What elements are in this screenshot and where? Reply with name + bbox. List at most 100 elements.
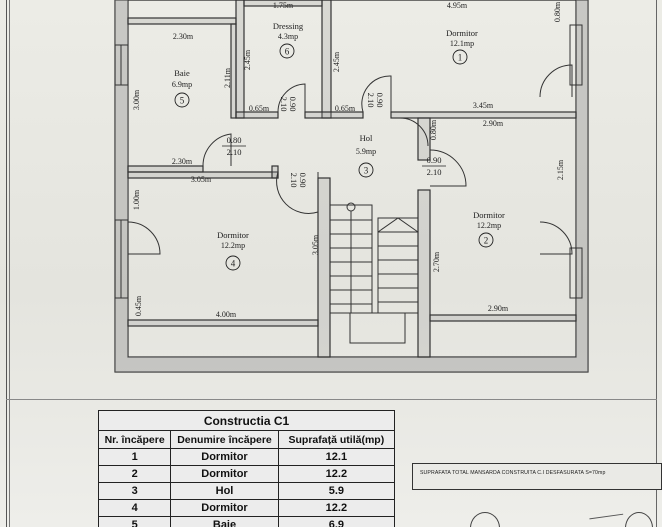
cell-name: Hol: [170, 482, 279, 500]
svg-text:5.9mp: 5.9mp: [356, 147, 376, 156]
header-usable-area: Suprafață utilă(mp): [277, 430, 396, 449]
svg-text:4: 4: [231, 259, 236, 269]
cell-number: 3: [97, 482, 172, 500]
table-row: 1 Dormitor 12.1: [97, 448, 396, 466]
svg-text:2.90m: 2.90m: [483, 119, 504, 128]
wall-fills: [115, 0, 588, 372]
room-baie-5: Baie 6.9mp 5: [172, 68, 192, 108]
cell-number: 2: [97, 465, 172, 483]
svg-text:0.45m: 0.45m: [134, 295, 143, 316]
cell-number: 1: [97, 448, 172, 466]
svg-text:2.10: 2.10: [279, 97, 289, 112]
stamp-seal: [470, 512, 500, 527]
svg-text:2.10: 2.10: [227, 147, 242, 157]
room-dormitor-2: Dormitor 12.2mp 2: [473, 210, 505, 248]
svg-text:2.45m: 2.45m: [332, 51, 341, 72]
windows: [114, 24, 583, 299]
total-area-summary: SUPRAFATA TOTAL MANSARDA CONSTRUITA C.I …: [420, 470, 606, 476]
svg-text:5: 5: [180, 96, 185, 106]
cell-name: Baie: [170, 516, 279, 527]
cell-name: Dormitor: [170, 448, 279, 466]
table-row: 2 Dormitor 12.2: [97, 465, 396, 483]
header-room-number: Nr. încăpere: [97, 430, 172, 449]
svg-text:2.10: 2.10: [366, 93, 376, 108]
svg-text:6: 6: [285, 47, 290, 57]
svg-text:2.10: 2.10: [427, 167, 442, 177]
dimension-labels: 1.75m 4.95m 0.80m 2.30m 2.11m 3.00m 2.45…: [132, 1, 565, 319]
svg-text:2.30m: 2.30m: [172, 157, 193, 166]
svg-text:12.1mp: 12.1mp: [450, 39, 474, 48]
staircase: [329, 202, 419, 344]
table-header-row: Nr. încăpere Denumire încăpere Suprafață…: [97, 430, 396, 449]
table-row: 4 Dormitor 12.2: [97, 499, 396, 517]
svg-text:1.00m: 1.00m: [132, 189, 141, 210]
table-title: Constructia C1: [98, 410, 395, 431]
room-dormitor-4: Dormitor 12.2mp 4: [217, 230, 249, 271]
door-swings: [127, 64, 573, 255]
svg-text:0.90: 0.90: [288, 97, 298, 112]
svg-text:12.2mp: 12.2mp: [221, 241, 245, 250]
room-dressing-6: Dressing 4.3mp 6: [273, 21, 304, 59]
room-area-table: Constructia C1 Nr. încăpere Denumire înc…: [97, 410, 396, 527]
door-labels: 0.90 2.10 0.90 2.10 0.80 2.10 0.90 2.10 …: [222, 93, 446, 188]
svg-text:6.9mp: 6.9mp: [172, 80, 192, 89]
cell-number: 4: [97, 499, 172, 517]
svg-text:3.45m: 3.45m: [473, 101, 494, 110]
cell-area: 5.9: [277, 482, 396, 500]
sheet-border-left-inner: [9, 0, 10, 527]
cell-name: Dormitor: [170, 499, 279, 517]
svg-text:2: 2: [484, 236, 489, 246]
sheet-border-bottom: [6, 399, 657, 400]
svg-text:3.05m: 3.05m: [311, 234, 320, 255]
stamp-seal: [625, 512, 653, 527]
signature-mark: [589, 513, 625, 527]
sheet-border-left: [6, 0, 7, 527]
svg-text:0.80m: 0.80m: [553, 1, 562, 22]
svg-text:Baie: Baie: [174, 68, 190, 78]
svg-text:2.30m: 2.30m: [173, 32, 194, 41]
svg-text:4.3mp: 4.3mp: [278, 32, 298, 41]
svg-text:4.00m: 4.00m: [216, 310, 237, 319]
cell-number: 5: [97, 516, 172, 527]
svg-text:2.90m: 2.90m: [488, 304, 509, 313]
cell-name: Dormitor: [170, 465, 279, 483]
cell-area: 12.1: [277, 448, 396, 466]
cell-area: 12.2: [277, 465, 396, 483]
interior-walls: [127, 0, 577, 358]
svg-text:3.05m: 3.05m: [191, 175, 212, 184]
svg-text:2.11m: 2.11m: [223, 67, 232, 88]
svg-text:2.15m: 2.15m: [556, 159, 565, 180]
svg-text:2.45m: 2.45m: [243, 49, 252, 70]
header-room-name: Denumire încăpere: [170, 430, 279, 449]
svg-text:Dormitor: Dormitor: [217, 230, 249, 240]
svg-text:2.10: 2.10: [289, 173, 299, 188]
svg-text:Dressing: Dressing: [273, 21, 304, 31]
room-hol-3: Hol 5.9mp 3: [356, 133, 376, 178]
svg-text:0.65m: 0.65m: [335, 104, 356, 113]
summary-box: [412, 463, 662, 490]
svg-text:2.70m: 2.70m: [432, 251, 441, 272]
svg-text:4.95m: 4.95m: [447, 1, 468, 10]
svg-text:0.90: 0.90: [375, 93, 385, 108]
svg-text:0.90: 0.90: [298, 173, 308, 188]
sheet-border-right: [656, 0, 657, 527]
svg-text:1: 1: [458, 53, 463, 63]
svg-text:1.75m: 1.75m: [273, 1, 294, 10]
svg-text:0.80m: 0.80m: [429, 119, 438, 140]
svg-text:Dormitor: Dormitor: [473, 210, 505, 220]
svg-text:3: 3: [364, 166, 369, 176]
cell-area: 6.9: [277, 516, 396, 527]
svg-text:0.80: 0.80: [227, 135, 242, 145]
cell-area: 12.2: [277, 499, 396, 517]
floor-plan-drawing: Dormitor 12.1mp 1 Dormitor 12.2mp 2 Hol …: [114, 0, 589, 373]
table-row: 5 Baie 6.9: [97, 516, 396, 527]
svg-text:12.2mp: 12.2mp: [477, 221, 501, 230]
table-title-row: Constructia C1: [98, 410, 395, 431]
svg-text:Hol: Hol: [360, 133, 373, 143]
room-dormitor-1: Dormitor 12.1mp 1: [446, 28, 478, 65]
svg-text:Dormitor: Dormitor: [446, 28, 478, 38]
svg-text:0.90: 0.90: [427, 155, 442, 165]
svg-text:0.65m: 0.65m: [249, 104, 270, 113]
svg-text:3.00m: 3.00m: [132, 89, 141, 110]
